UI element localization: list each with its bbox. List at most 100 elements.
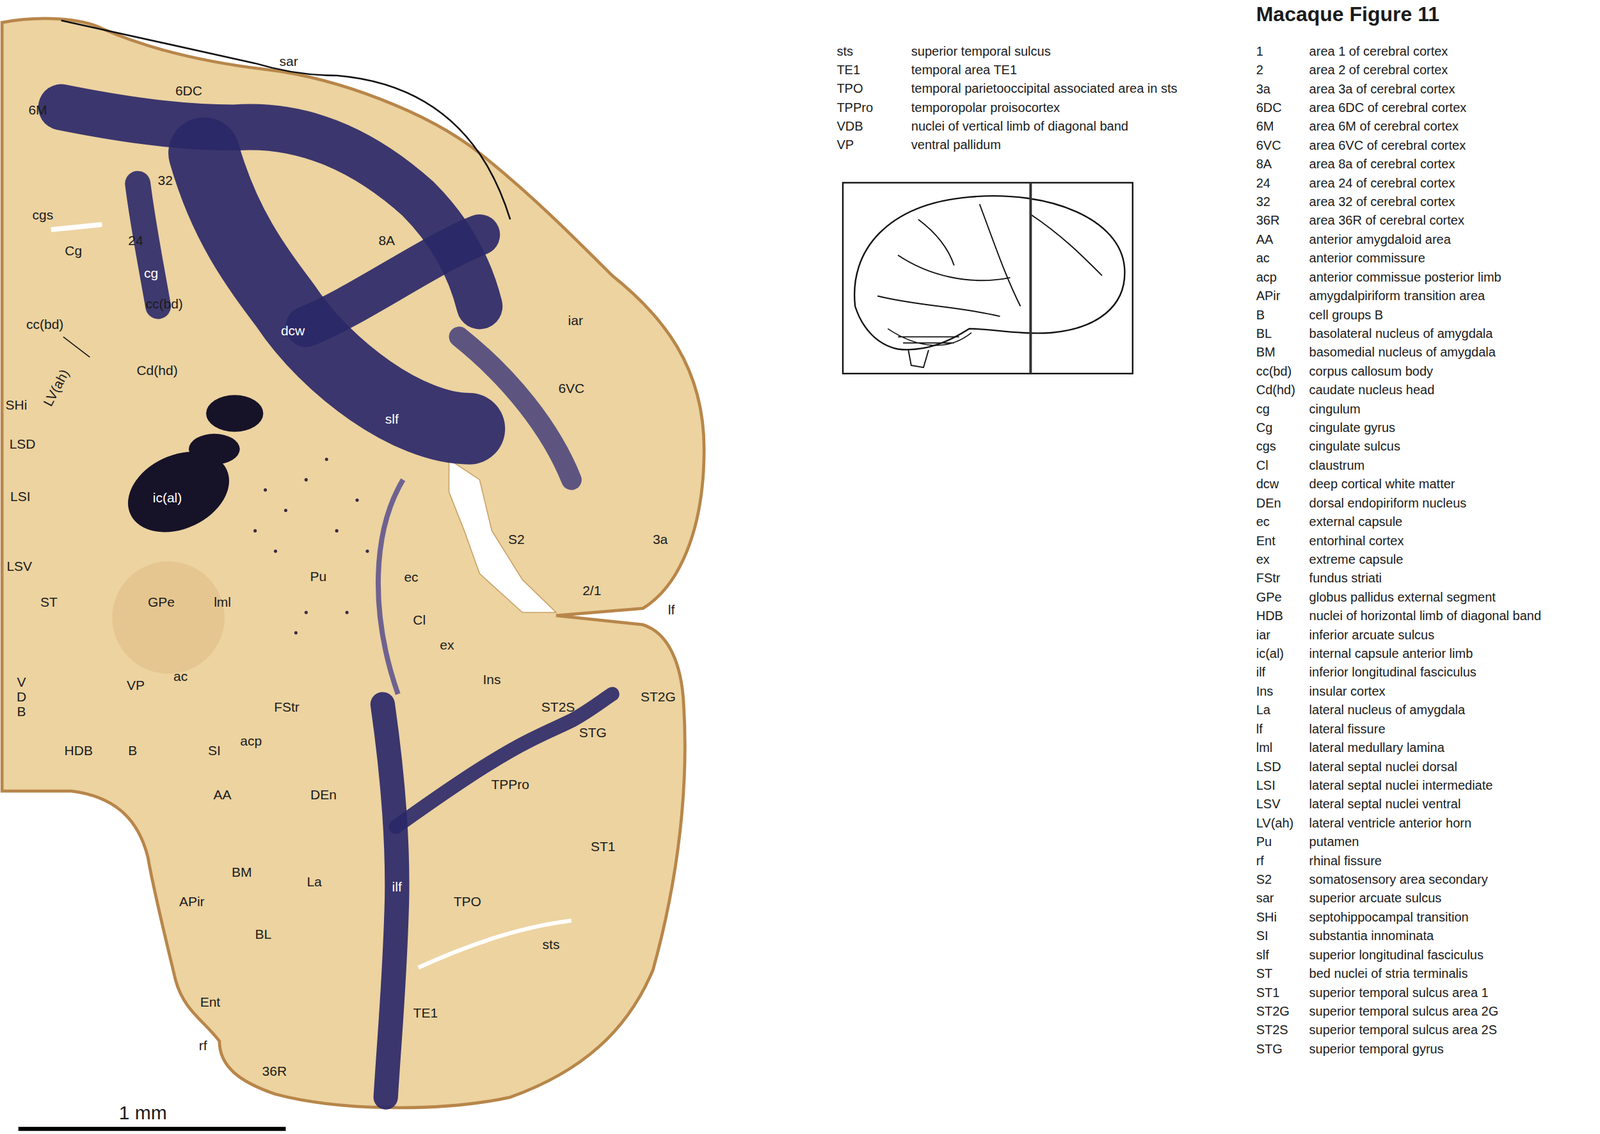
- region-label: TPPro: [490, 776, 530, 793]
- legend-definition: area 32 of cerebral cortex: [1309, 194, 1456, 210]
- region-label: ST1: [590, 839, 616, 855]
- legend-definition: temporal parietooccipital associated are…: [911, 81, 1178, 96]
- legend-abbreviation: ST2G: [1256, 1003, 1290, 1019]
- legend-abbreviation: AA: [1256, 231, 1274, 247]
- legend-abbreviation: 24: [1256, 175, 1271, 191]
- region-label: lf: [668, 602, 676, 618]
- legend-abbreviation: LSI: [1256, 777, 1276, 793]
- region-label: sts: [542, 936, 560, 953]
- legend-abbreviation: 6VC: [1256, 137, 1282, 153]
- region-label: 6VC: [558, 380, 585, 397]
- legend-abbreviation: 32: [1256, 194, 1271, 210]
- region-label: slf: [385, 411, 399, 427]
- legend-abbreviation: ST1: [1256, 984, 1280, 1000]
- stg-tract: [396, 694, 613, 827]
- region-label: 32: [158, 172, 173, 189]
- scale-label: 1 mm: [119, 1102, 168, 1125]
- legend-abbreviation: cgs: [1256, 439, 1277, 454]
- legend-definition: dorsal endopiriform nucleus: [1309, 495, 1467, 511]
- legend-abbreviation: ec: [1256, 514, 1270, 530]
- legend-abbreviation: STG: [1256, 1041, 1283, 1056]
- region-label: 6M: [28, 102, 47, 118]
- legend-definition: deep cortical white matter: [1309, 476, 1456, 492]
- white-matter: [458, 336, 571, 480]
- region-label: BM: [231, 864, 253, 880]
- legend-abbreviation: TE1: [836, 62, 861, 78]
- region-label: ic(al): [152, 490, 183, 506]
- scale-bar: [18, 1127, 287, 1131]
- legend-definition: area 6M of cerebral cortex: [1309, 119, 1459, 134]
- region-label: La: [306, 873, 322, 889]
- legend-definition: somatosensory area secondary: [1309, 872, 1488, 888]
- legend-abbreviation: LSD: [1256, 759, 1282, 774]
- legend-abbreviation: Ent: [1256, 533, 1276, 548]
- legend-abbreviation: cc(bd): [1256, 363, 1293, 379]
- region-label: TE1: [413, 1005, 439, 1021]
- legend-abbreviation: ex: [1256, 551, 1270, 567]
- legend-definition: fundus striati: [1309, 570, 1382, 586]
- legend-abbreviation: 36R: [1256, 213, 1280, 228]
- legend-definition: superior temporal gyrus: [1309, 1041, 1444, 1056]
- legend-definition: temporal area TE1: [911, 62, 1017, 78]
- legend-abbreviation: Cd(hd): [1256, 382, 1296, 398]
- legend-abbreviation: 6M: [1256, 119, 1275, 134]
- legend-definition: superior temporal sulcus area 2G: [1309, 1003, 1499, 1019]
- region-label: BL: [255, 926, 272, 943]
- region-label: ST: [40, 594, 58, 610]
- region-label: Cd(hd): [136, 362, 178, 379]
- legend-abbreviation: acp: [1256, 269, 1277, 285]
- region-label: 8A: [378, 232, 395, 249]
- region-label: LSI: [10, 488, 31, 505]
- region-label: cc(bd): [145, 296, 184, 312]
- legend-abbreviation: Pu: [1256, 834, 1272, 850]
- superior-temporal-sulcus: [418, 920, 572, 968]
- legend-definition: nuclei of horizontal limb of diagonal ba…: [1309, 608, 1542, 624]
- legend-definition: lateral medullary lamina: [1309, 740, 1445, 756]
- legend-definition: lateral septal nuclei dorsal: [1309, 759, 1458, 774]
- legend-definition: superior longitudinal fasciculus: [1309, 947, 1484, 962]
- legend-definition: area 24 of cerebral cortex: [1309, 175, 1456, 191]
- region-label: cc(bd): [26, 316, 64, 333]
- region-label: S2: [508, 531, 525, 548]
- region-label: APir: [179, 894, 205, 910]
- region-label: AA: [213, 787, 232, 803]
- legend-abbreviation: LV(ah): [1256, 815, 1295, 831]
- ilf-tract: [382, 704, 398, 1098]
- legend-abbreviation: iar: [1256, 627, 1271, 642]
- region-label: ac: [173, 668, 188, 685]
- legend-definition: cingulum: [1309, 401, 1361, 416]
- legend-definition: area 36R of cerebral cortex: [1309, 213, 1465, 228]
- region-label: Cl: [412, 612, 426, 628]
- white-fissure: [449, 459, 557, 613]
- legend-abbreviation: sar: [1256, 890, 1275, 906]
- pallidum-area: [112, 561, 224, 674]
- legend-definition: basolateral nucleus of amygdala: [1309, 325, 1494, 341]
- legend-abbreviation: 6DC: [1256, 99, 1282, 115]
- region-label: Ins: [482, 672, 501, 688]
- legend-definition: superior temporal sulcus area 1: [1309, 984, 1489, 1000]
- external-capsule: [378, 480, 404, 695]
- legend-abbreviation: VP: [836, 137, 854, 153]
- legend-abbreviation: slf: [1256, 947, 1270, 962]
- region-label: 36R: [262, 1063, 288, 1080]
- region-label: lml: [213, 594, 232, 610]
- legend-definition: inferior arcuate sulcus: [1309, 627, 1435, 642]
- legend-definition: amygdalpiriform transition area: [1309, 288, 1486, 304]
- legend-abbreviation: La: [1256, 702, 1271, 718]
- legend-definition: cingulate gyrus: [1309, 420, 1396, 436]
- leader-line: [63, 336, 90, 358]
- legend-abbreviation: sts: [836, 43, 854, 59]
- legend-definition: entorhinal cortex: [1309, 533, 1405, 548]
- legend-definition: superior temporal sulcus: [911, 43, 1051, 59]
- legend-definition: basomedial nucleus of amygdala: [1309, 344, 1496, 360]
- region-label: ST2G: [640, 689, 676, 705]
- legend-definition: lateral septal nuclei intermediate: [1309, 777, 1494, 793]
- legend-abbreviation: VDB: [836, 119, 863, 134]
- legend-abbreviation: B: [1256, 307, 1265, 322]
- legend-abbreviation: HDB: [1256, 608, 1284, 624]
- region-label: SI: [208, 743, 221, 759]
- region-label: LSD: [9, 435, 36, 452]
- legend-abbreviation: lml: [1256, 740, 1273, 756]
- region-label: ec: [403, 569, 418, 585]
- legend-abbreviation: FStr: [1256, 570, 1281, 586]
